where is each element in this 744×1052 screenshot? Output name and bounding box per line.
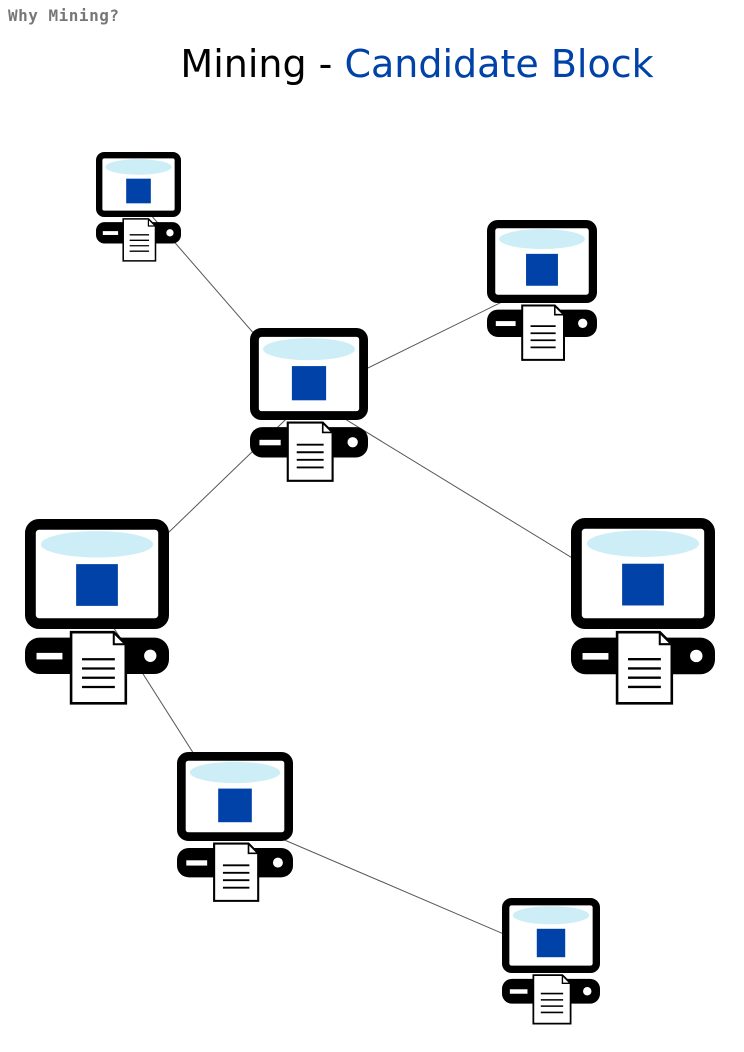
document-icon	[69, 630, 128, 705]
drive-slot	[186, 860, 208, 866]
document-fold	[561, 975, 571, 985]
network-node[interactable]	[487, 220, 597, 361]
drive-slot	[102, 231, 119, 235]
screen-glow	[499, 229, 585, 250]
network-node[interactable]	[501, 897, 600, 1025]
network-node[interactable]	[96, 152, 181, 262]
block-icon	[126, 178, 151, 204]
network-link	[234, 818, 552, 955]
drive-slot	[36, 652, 63, 660]
network-node[interactable]	[571, 518, 716, 705]
document-icon	[286, 421, 334, 482]
document-icon	[213, 842, 260, 902]
breadcrumb[interactable]: Why Mining?	[8, 6, 120, 25]
drive-slot	[509, 989, 528, 994]
network-node[interactable]	[177, 751, 294, 902]
screen-glow	[262, 338, 356, 361]
block-icon	[622, 563, 664, 606]
title-accent: Candidate Block	[344, 42, 654, 86]
document-icon	[532, 974, 572, 1025]
block-icon	[526, 253, 558, 286]
power-light	[347, 437, 358, 448]
page-title: Mining - Candidate Block	[0, 42, 744, 86]
document-icon	[122, 218, 157, 262]
power-light	[578, 318, 588, 328]
screen-glow	[512, 906, 590, 925]
document-fold	[554, 305, 564, 316]
block-icon	[536, 928, 566, 958]
screen-glow	[40, 531, 154, 558]
network-node[interactable]	[24, 519, 169, 705]
screen-glow	[586, 530, 700, 557]
screen-glow	[189, 761, 281, 784]
document-fold	[658, 632, 672, 646]
drive-slot	[259, 439, 281, 446]
document-icon	[615, 630, 674, 705]
block-icon	[291, 366, 327, 401]
block-icon	[218, 788, 252, 823]
title-main: Mining -	[180, 42, 345, 86]
block-icon	[76, 564, 118, 606]
power-light	[690, 649, 703, 663]
drive-slot	[495, 321, 516, 327]
document-fold	[112, 632, 126, 646]
document-icon	[521, 304, 565, 361]
power-light	[583, 987, 592, 996]
power-light	[144, 649, 157, 662]
power-light	[272, 857, 283, 868]
document-fold	[147, 218, 156, 227]
document-fold	[321, 422, 333, 434]
power-light	[166, 229, 174, 237]
network-node[interactable]	[250, 327, 369, 482]
drive-slot	[582, 653, 609, 660]
screen-glow	[105, 159, 172, 175]
document-fold	[247, 843, 259, 855]
